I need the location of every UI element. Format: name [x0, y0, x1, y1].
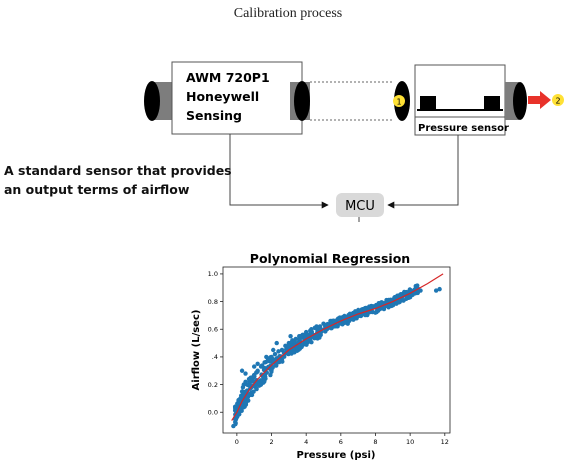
- y-tick-label: 0.6: [208, 326, 218, 334]
- data-point: [405, 295, 410, 300]
- mcu-label: MCU: [345, 199, 375, 214]
- reference-sensor-line3: Sensing: [186, 108, 242, 123]
- data-point: [258, 378, 263, 383]
- data-point: [349, 312, 354, 317]
- data-point: [280, 359, 285, 364]
- data-point: [323, 329, 328, 334]
- x-tick-label: 4: [304, 438, 308, 446]
- data-point: [305, 332, 311, 338]
- y-tick-label: 0.8: [208, 298, 218, 306]
- data-point: [276, 349, 281, 354]
- data-point: [272, 351, 278, 357]
- data-point: [274, 363, 279, 368]
- data-point: [298, 333, 304, 339]
- flow-arrow: [528, 91, 551, 109]
- data-point: [235, 414, 240, 419]
- data-point: [362, 307, 367, 312]
- marker-1: 1: [393, 95, 405, 107]
- pressure-sensor-label: Pressure sensor: [418, 123, 509, 134]
- data-point: [232, 408, 238, 413]
- x-tick-label: 8: [373, 438, 377, 446]
- data-point: [266, 358, 272, 364]
- data-point: [398, 292, 403, 298]
- data-point: [237, 398, 242, 403]
- data-point: [264, 354, 269, 360]
- data-point: [245, 394, 251, 400]
- marker-2-label: 2: [555, 97, 560, 106]
- data-point: [263, 359, 269, 365]
- data-point: [437, 286, 442, 292]
- data-point: [401, 298, 406, 303]
- data-point: [309, 340, 314, 345]
- data-point: [281, 350, 287, 356]
- data-point: [297, 345, 302, 350]
- description-line1: A standard sensor that provides: [4, 163, 232, 178]
- data-point: [243, 371, 248, 376]
- regression-line: [231, 273, 444, 421]
- data-point: [243, 400, 249, 406]
- reference-sensor-line2: Honeywell: [186, 89, 259, 104]
- data-point: [255, 361, 260, 367]
- x-tick-label: 6: [339, 438, 343, 446]
- data-point: [390, 302, 395, 307]
- data-point: [379, 300, 384, 305]
- data-point: [262, 379, 267, 384]
- mcu-box: MCU: [336, 193, 384, 217]
- x-axis-label: Pressure (psi): [297, 450, 376, 461]
- data-point: [271, 347, 276, 353]
- data-point: [251, 389, 256, 394]
- data-point: [239, 368, 245, 373]
- y-axis-label: Airflow (L/sec): [191, 310, 202, 391]
- data-point: [233, 420, 238, 426]
- x-tick-label: 2: [269, 438, 273, 446]
- data-point: [254, 386, 259, 392]
- reference-sensor-line1: AWM 720P1: [186, 70, 270, 85]
- data-point: [288, 333, 293, 339]
- data-point: [308, 328, 313, 333]
- y-tick-label: 1.0: [208, 270, 218, 278]
- x-tick-label: 12: [441, 438, 449, 446]
- y-tick-label: 0.0: [208, 409, 218, 417]
- x-tick-label: 0: [235, 438, 239, 446]
- reference-sensor-box: AWM 720P1 Honeywell Sensing: [171, 61, 303, 135]
- data-point: [433, 288, 439, 293]
- data-point: [333, 324, 338, 329]
- data-point: [274, 340, 279, 346]
- data-point: [412, 290, 417, 296]
- reference-description: A standard sensor that provides an outpu…: [4, 161, 234, 199]
- description-line2: an output terms of airflow: [4, 182, 190, 197]
- data-point: [268, 355, 273, 360]
- data-point: [268, 372, 273, 378]
- right-pipe: [505, 82, 527, 120]
- data-point: [252, 374, 257, 379]
- data-point: [381, 306, 387, 312]
- marker-1-label: 1: [396, 98, 401, 107]
- data-point: [350, 316, 355, 322]
- data-point: [255, 369, 260, 374]
- y-tick-label: 0.2: [208, 381, 218, 389]
- data-point: [286, 351, 291, 357]
- pressure-sensor-box: Pressure sensor: [414, 64, 509, 136]
- x-tick-label: 10: [406, 438, 414, 446]
- marker-2: 2: [552, 94, 564, 106]
- data-point: [373, 310, 378, 315]
- chart-title: Polynomial Regression: [250, 251, 410, 266]
- data-point: [259, 363, 264, 369]
- page-title: Calibration process: [233, 6, 343, 21]
- data-point: [251, 364, 257, 369]
- regression-chart: Polynomial Regression 0 2 4 6 8 10 12 0.0 0.2 .4 0…: [191, 251, 451, 461]
- middle-pipe: [290, 81, 410, 121]
- data-point: [363, 312, 368, 318]
- plot-frame: [222, 266, 451, 434]
- y-tick-label: .4: [212, 353, 218, 361]
- data-point: [292, 350, 297, 355]
- data-point: [317, 335, 322, 340]
